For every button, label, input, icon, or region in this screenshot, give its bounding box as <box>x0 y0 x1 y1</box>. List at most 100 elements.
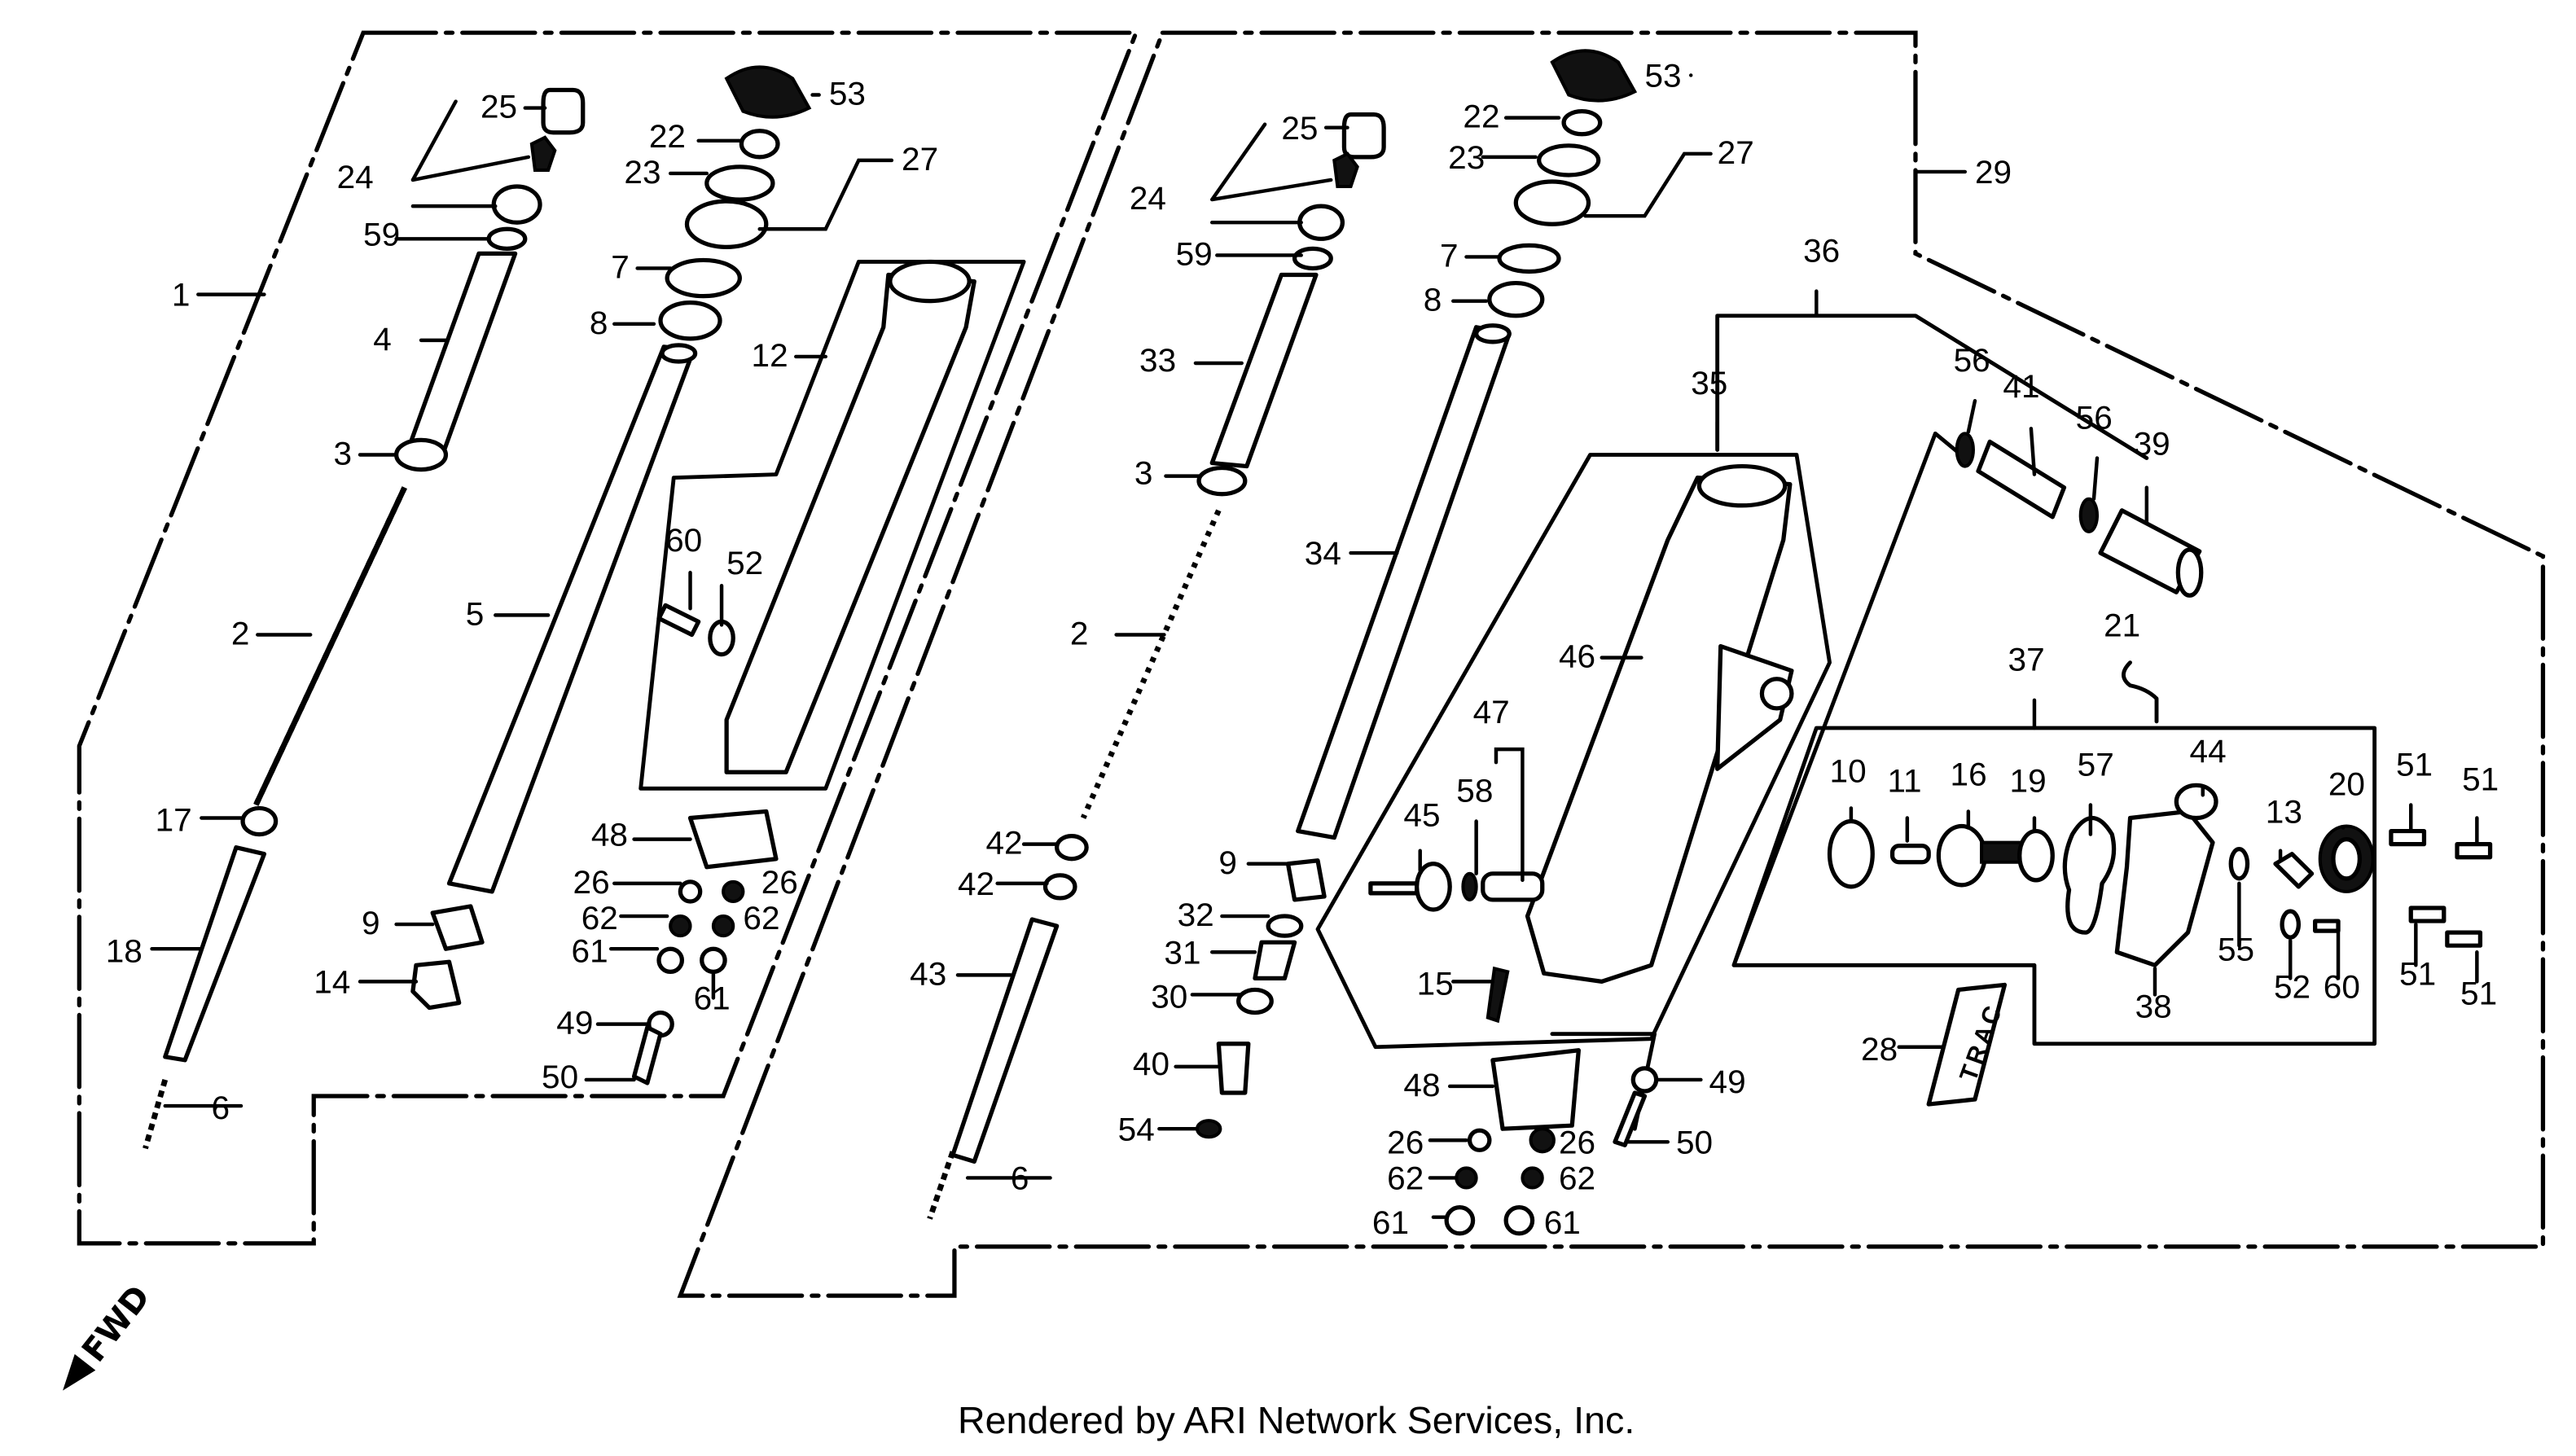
callout-23[interactable]: 23 <box>624 153 660 191</box>
callout-27[interactable]: 27 <box>902 140 938 178</box>
callout-30[interactable]: 30 <box>1151 978 1187 1015</box>
callout-35[interactable]: 35 <box>1691 364 1727 401</box>
callout-57[interactable]: 57 <box>2078 745 2114 783</box>
callout-55[interactable]: 55 <box>2218 930 2254 967</box>
callout-26[interactable]: 26 <box>761 863 798 901</box>
callout-25[interactable]: 25 <box>481 88 517 125</box>
callout-39[interactable]: 39 <box>2134 425 2170 463</box>
callout-32[interactable]: 32 <box>1178 896 1214 933</box>
callout-48[interactable]: 48 <box>591 816 628 853</box>
callout-1[interactable]: 1 <box>172 276 191 314</box>
callout-51[interactable]: 51 <box>2399 955 2436 993</box>
callout-42[interactable]: 42 <box>958 865 994 902</box>
callout-61[interactable]: 61 <box>1372 1204 1409 1241</box>
callout-14[interactable]: 14 <box>314 963 350 1001</box>
callout-27[interactable]: 27 <box>1718 134 1754 171</box>
callout-53[interactable]: 53 <box>829 75 866 112</box>
callout-25[interactable]: 25 <box>1281 109 1318 147</box>
callout-33[interactable]: 33 <box>1139 341 1176 379</box>
callout-11[interactable]: 11 <box>1888 762 1922 800</box>
callout-24[interactable]: 24 <box>1130 179 1166 217</box>
washer-26c <box>1467 1128 1492 1152</box>
callout-24[interactable]: 24 <box>337 158 374 195</box>
callout-26[interactable]: 26 <box>1387 1124 1424 1161</box>
callout-15[interactable]: 15 <box>1417 965 1454 1002</box>
callout-6[interactable]: 6 <box>212 1089 230 1126</box>
callout-43[interactable]: 43 <box>910 955 946 993</box>
callout-28[interactable]: 28 <box>1861 1030 1898 1068</box>
callout-3[interactable]: 3 <box>334 435 353 472</box>
callout-62[interactable]: 62 <box>581 899 618 936</box>
callout-29[interactable]: 29 <box>1975 153 2012 191</box>
callout-62[interactable]: 62 <box>1559 1160 1595 1197</box>
callout-34[interactable]: 34 <box>1305 534 1341 572</box>
callout-59[interactable]: 59 <box>1176 235 1213 273</box>
callout-37[interactable]: 37 <box>2008 641 2045 678</box>
callout-7[interactable]: 7 <box>1440 237 1459 274</box>
callout-61[interactable]: 61 <box>1544 1204 1581 1241</box>
callout-26[interactable]: 26 <box>1559 1124 1595 1161</box>
bushing-44 <box>2174 783 2218 821</box>
callout-62[interactable]: 62 <box>743 899 779 936</box>
callout-61[interactable]: 61 <box>694 980 731 1017</box>
callout-49[interactable]: 49 <box>556 1004 593 1042</box>
callout-21[interactable]: 21 <box>2104 607 2140 644</box>
callout-19[interactable]: 19 <box>2010 762 2047 800</box>
callout-42[interactable]: 42 <box>985 824 1022 862</box>
callout-7[interactable]: 7 <box>611 248 630 286</box>
callout-50[interactable]: 50 <box>1676 1124 1713 1161</box>
callout-50[interactable]: 50 <box>542 1058 578 1095</box>
callout-5[interactable]: 5 <box>466 595 485 633</box>
callout-49[interactable]: 49 <box>1709 1063 1746 1100</box>
callout-51[interactable]: 51 <box>2396 745 2433 783</box>
callout-38[interactable]: 38 <box>2135 988 2172 1025</box>
callout-40[interactable]: 40 <box>1133 1045 1170 1082</box>
callout-4[interactable]: 4 <box>373 320 392 357</box>
callout-56[interactable]: 56 <box>1954 341 1990 379</box>
callout-41[interactable]: 41 <box>2003 367 2039 405</box>
callout-20[interactable]: 20 <box>2328 765 2365 803</box>
callout-51[interactable]: 51 <box>2462 761 2499 798</box>
callout-3[interactable]: 3 <box>1134 454 1153 492</box>
callout-60[interactable]: 60 <box>2324 968 2360 1006</box>
callout-9[interactable]: 9 <box>362 904 380 941</box>
callout-8[interactable]: 8 <box>590 304 608 341</box>
callout-17[interactable]: 17 <box>156 801 192 839</box>
callout-52[interactable]: 52 <box>726 544 763 581</box>
bolt-51c <box>2408 906 2447 923</box>
cylinder-39-end <box>2175 547 2204 598</box>
callout-2[interactable]: 2 <box>231 615 250 652</box>
callout-48[interactable]: 48 <box>1403 1066 1440 1103</box>
callout-2[interactable]: 2 <box>1070 615 1089 652</box>
callout-51[interactable]: 51 <box>2460 975 2497 1012</box>
callout-54[interactable]: 54 <box>1118 1110 1155 1147</box>
callout-61[interactable]: 61 <box>572 932 608 969</box>
callout-18[interactable]: 18 <box>106 932 143 969</box>
callout-44[interactable]: 44 <box>2190 732 2227 770</box>
callout-23[interactable]: 23 <box>1448 138 1485 176</box>
callout-13[interactable]: 13 <box>2266 793 2302 831</box>
callout-10[interactable]: 10 <box>1830 752 1867 789</box>
callout-59[interactable]: 59 <box>363 216 400 253</box>
callout-22[interactable]: 22 <box>649 117 686 155</box>
callout-62[interactable]: 62 <box>1387 1160 1424 1197</box>
callout-16[interactable]: 16 <box>1951 755 1987 792</box>
callout-26[interactable]: 26 <box>573 863 610 901</box>
axle-holder-48 <box>687 809 779 870</box>
callout-22[interactable]: 22 <box>1463 98 1499 135</box>
callout-52[interactable]: 52 <box>2274 968 2311 1006</box>
callout-45[interactable]: 45 <box>1403 796 1440 834</box>
callout-58[interactable]: 58 <box>1456 772 1493 809</box>
callout-53[interactable]: 53 <box>1644 57 1681 94</box>
callout-46[interactable]: 46 <box>1559 638 1595 675</box>
callout-12[interactable]: 12 <box>752 336 788 374</box>
callout-31[interactable]: 31 <box>1164 933 1200 971</box>
callout-9[interactable]: 9 <box>1218 844 1237 881</box>
callout-8[interactable]: 8 <box>1424 281 1442 318</box>
callout-6[interactable]: 6 <box>1011 1160 1029 1197</box>
callout-47[interactable]: 47 <box>1473 693 1510 730</box>
callout-56[interactable]: 56 <box>2076 399 2113 436</box>
callout-60[interactable]: 60 <box>665 521 702 559</box>
damper-rod-18 <box>163 845 267 1063</box>
callout-36[interactable]: 36 <box>1803 232 1840 270</box>
